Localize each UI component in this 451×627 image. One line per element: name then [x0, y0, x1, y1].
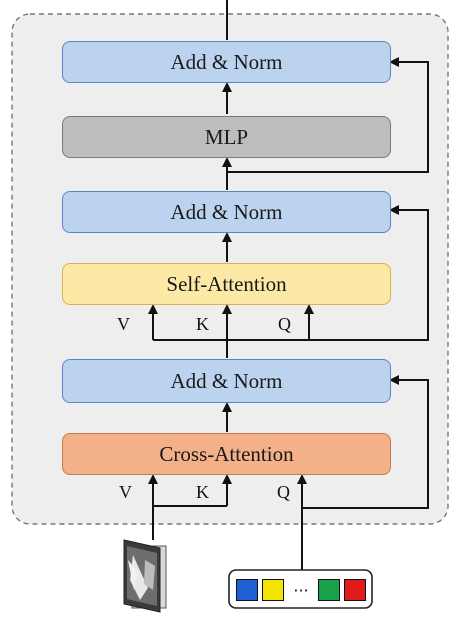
self-attention-block: Self-Attention [62, 263, 391, 305]
mlp-block: MLP [62, 116, 391, 158]
image-input-thumbnail [123, 539, 167, 613]
add-norm-mid: Add & Norm [62, 191, 391, 233]
cross-attn-k-label: K [196, 482, 209, 502]
residual-arrow-cross-attn [302, 375, 429, 509]
residual-arrow-mlp [227, 57, 429, 173]
cross-attn-q-label: Q [277, 482, 290, 502]
cross-attn-v-label: V [119, 482, 132, 502]
residual-arrow-self-attn [309, 205, 429, 341]
token-square-1 [236, 579, 258, 601]
token-squares: ··· [236, 578, 366, 602]
token-square-3 [318, 579, 340, 601]
token-ellipsis: ··· [293, 580, 309, 600]
token-square-2 [262, 579, 284, 601]
self-attn-v-label: V [117, 314, 130, 334]
cross-attention-block: Cross-Attention [62, 433, 391, 475]
token-square-4 [344, 579, 366, 601]
self-attn-q-label: Q [278, 314, 291, 334]
add-norm-low: Add & Norm [62, 359, 391, 403]
add-norm-top: Add & Norm [62, 41, 391, 83]
self-attn-k-label: K [196, 314, 209, 334]
